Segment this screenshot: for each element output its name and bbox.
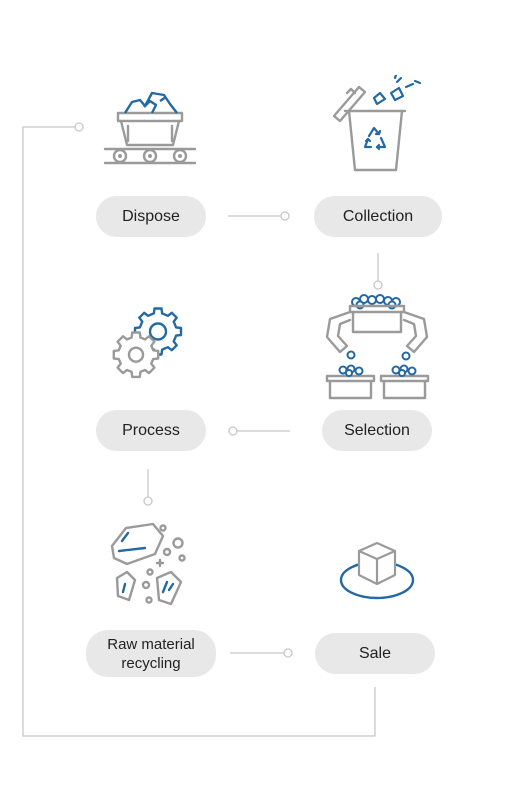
- step-raw-material-recycling-label: Raw material recycling: [107, 635, 195, 672]
- step-collection-label: Collection: [342, 208, 414, 225]
- step-collection: Collection: [314, 196, 442, 237]
- step-process-label: Process: [122, 422, 180, 439]
- step-selection-label: Selection: [344, 422, 410, 439]
- step-dispose: Dispose: [96, 196, 206, 237]
- cube-icon: [339, 541, 415, 600]
- mine-cart-icon: [103, 91, 197, 165]
- recycle-bin-icon: [332, 75, 422, 172]
- step-process: Process: [96, 410, 206, 451]
- step-selection: Selection: [322, 410, 432, 451]
- step-dispose-label: Dispose: [122, 208, 180, 225]
- gears-icon: [112, 307, 183, 379]
- step-sale-label: Sale: [358, 645, 392, 662]
- sorting-claw-icon: [325, 294, 430, 400]
- raw-material-rocks-icon: [110, 522, 186, 606]
- step-sale: Sale: [315, 633, 435, 674]
- step-raw-material-recycling: Raw material recycling: [86, 630, 216, 677]
